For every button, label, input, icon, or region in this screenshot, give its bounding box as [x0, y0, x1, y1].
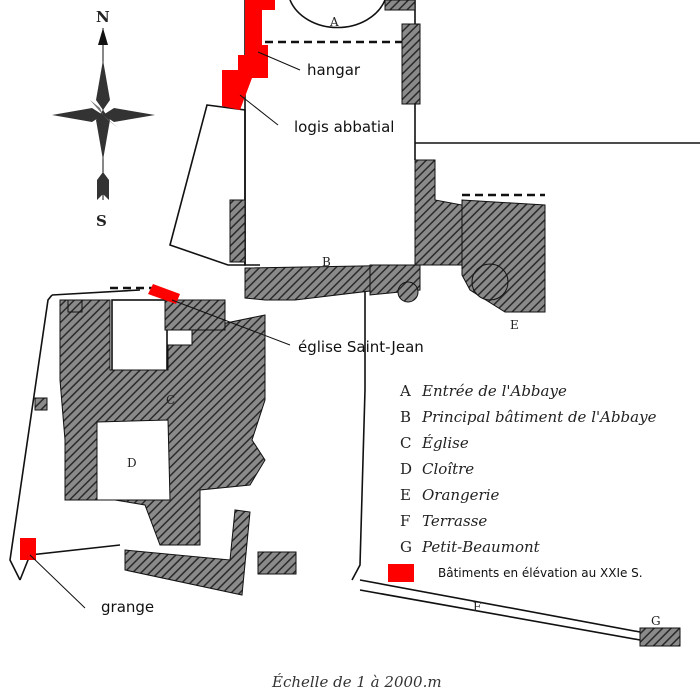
- callout-eglise-saint-jean: église Saint-Jean: [298, 338, 424, 356]
- plan-dashed-lines: [110, 40, 545, 290]
- plan-letter-g: G: [651, 614, 661, 628]
- red-standing-buildings: [20, 0, 275, 560]
- legend-item-c: C Église: [400, 432, 469, 454]
- legend-key: B: [400, 408, 412, 426]
- legend-item-red: Bâtiments en élévation au XXIe S.: [388, 562, 643, 584]
- legend-item-g: G Petit-Beaumont: [400, 536, 540, 558]
- compass-north-label: N: [96, 8, 110, 26]
- plan-letter-c: C: [166, 393, 175, 407]
- compass-rose-icon: N S: [52, 8, 155, 230]
- callout-leaders: [29, 51, 301, 609]
- legend-item-a: A Entrée de l'Abbaye: [400, 380, 567, 402]
- legend-value: Cloître: [422, 460, 475, 478]
- legend-item-d: D Cloître: [400, 458, 474, 480]
- legend-red-swatch: [388, 564, 414, 582]
- legend-item-b: B Principal bâtiment de l'Abbaye: [400, 406, 656, 428]
- legend-item-f: F Terrasse: [400, 510, 487, 532]
- legend-value: Entrée de l'Abbaye: [422, 382, 567, 400]
- scale-label: Échelle de 1 à 2000.m: [272, 673, 442, 691]
- callout-grange: grange: [101, 598, 155, 616]
- plan-outlines: [9, 0, 700, 641]
- plan-letter-f: F: [473, 600, 481, 614]
- plan-letter-e: E: [510, 318, 519, 332]
- cloister-courtyard: [96, 419, 171, 501]
- entrance-circle: [289, 0, 386, 29]
- plan-letter-a: A: [329, 15, 339, 29]
- legend-red-label: Bâtiments en élévation au XXIe S.: [438, 566, 643, 580]
- legend-value: Principal bâtiment de l'Abbaye: [422, 408, 657, 426]
- callout-hangar: hangar: [307, 61, 361, 79]
- legend-value: Orangerie: [422, 486, 500, 504]
- plan-letter-b: B: [322, 255, 331, 269]
- legend-value: Petit-Beaumont: [422, 538, 540, 556]
- legend-key: G: [400, 538, 412, 556]
- legend-key: C: [400, 434, 412, 452]
- legend-value: Église: [422, 434, 469, 452]
- legend-key: E: [400, 486, 411, 504]
- legend-key: D: [400, 460, 413, 478]
- legend-key: A: [400, 382, 411, 400]
- legend-key: F: [400, 512, 411, 530]
- legend-item-e: E Orangerie: [400, 484, 499, 506]
- legend-value: Terrasse: [422, 512, 488, 530]
- compass-south-label: S: [96, 212, 107, 230]
- plan-letter-d: D: [127, 456, 137, 470]
- callout-logis-abbatial: logis abbatial: [294, 118, 395, 136]
